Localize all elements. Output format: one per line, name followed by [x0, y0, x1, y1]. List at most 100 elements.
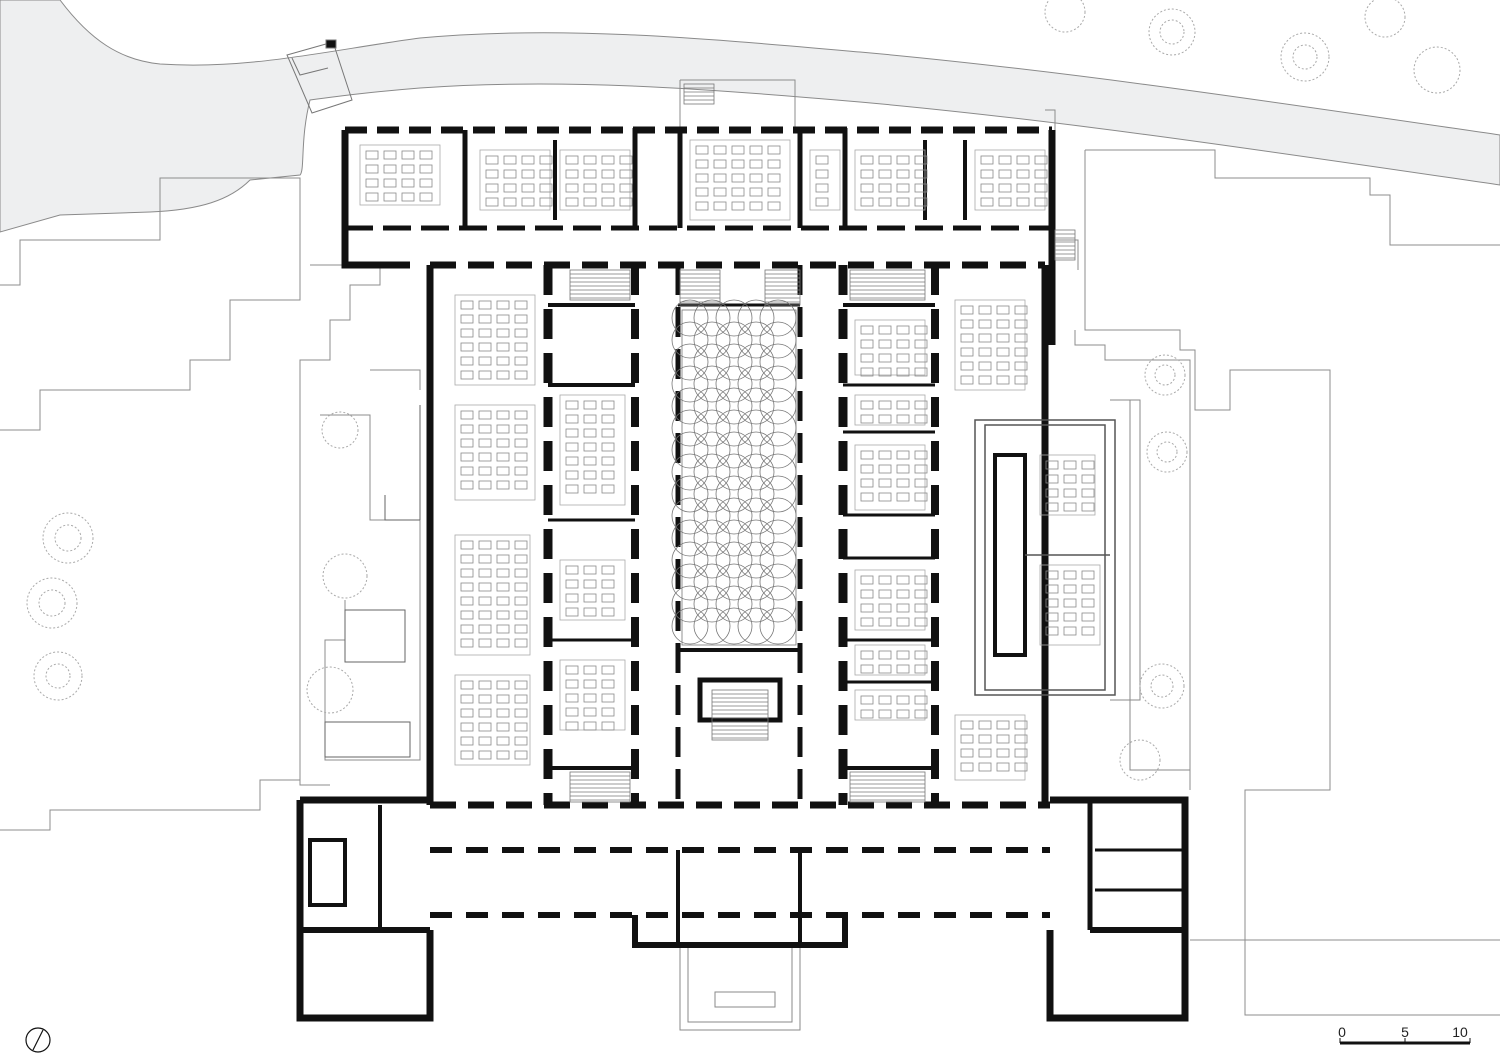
- pattern-circle: [737, 519, 775, 557]
- table: [496, 610, 510, 620]
- table: [914, 169, 928, 179]
- table: [601, 414, 615, 424]
- pattern-circle: [671, 541, 709, 579]
- north-arrow-icon: [25, 1027, 51, 1053]
- room-furniture-area: [854, 644, 926, 676]
- table: [996, 347, 1010, 357]
- pattern-circle: [737, 343, 775, 381]
- table: [514, 624, 528, 634]
- table: [896, 709, 910, 719]
- table: [478, 356, 492, 366]
- table: [496, 438, 510, 448]
- table: [583, 679, 597, 689]
- room-furniture-area: [454, 674, 531, 766]
- stairs-layer: [569, 83, 1076, 803]
- table: [996, 734, 1010, 744]
- table: [749, 145, 763, 155]
- table: [878, 575, 892, 585]
- table: [521, 183, 535, 193]
- table: [1081, 502, 1095, 512]
- table: [496, 540, 510, 550]
- table: [1045, 570, 1059, 580]
- table: [619, 183, 633, 193]
- table: [878, 664, 892, 674]
- pattern-circle: [671, 299, 709, 337]
- table: [460, 736, 474, 746]
- table: [896, 325, 910, 335]
- table: [383, 178, 397, 188]
- pattern-circle: [759, 321, 797, 359]
- table: [514, 424, 528, 434]
- table: [583, 414, 597, 424]
- pattern-circle: [671, 563, 709, 601]
- terraces: [679, 399, 1190, 1031]
- table: [914, 617, 928, 627]
- table: [565, 197, 579, 207]
- table: [460, 300, 474, 310]
- pattern-circle: [715, 519, 753, 557]
- tree-icon: [33, 651, 83, 701]
- table: [565, 593, 579, 603]
- table: [460, 370, 474, 380]
- table: [713, 145, 727, 155]
- table: [601, 565, 615, 575]
- table: [860, 695, 874, 705]
- table: [478, 624, 492, 634]
- table: [896, 400, 910, 410]
- table: [601, 607, 615, 617]
- pattern-circle: [715, 365, 753, 403]
- room-furniture-area: [854, 689, 926, 721]
- table: [496, 370, 510, 380]
- table: [860, 650, 874, 660]
- table: [478, 370, 492, 380]
- scale-label-0: 0: [1338, 1024, 1346, 1040]
- table: [478, 680, 492, 690]
- table: [460, 466, 474, 476]
- table: [460, 554, 474, 564]
- table: [1016, 197, 1030, 207]
- table: [496, 424, 510, 434]
- pattern-circle: [737, 387, 775, 425]
- table: [878, 325, 892, 335]
- room-furniture-area: [454, 534, 531, 656]
- table: [978, 375, 992, 385]
- table: [896, 589, 910, 599]
- table: [583, 428, 597, 438]
- pattern-circle: [759, 585, 797, 623]
- table: [583, 183, 597, 193]
- table: [1063, 612, 1077, 622]
- pattern-circle: [693, 497, 731, 535]
- tree-icon: [1044, 0, 1086, 33]
- tree-icon: [38, 589, 66, 617]
- pattern-circle: [671, 343, 709, 381]
- table: [601, 197, 615, 207]
- table: [996, 720, 1010, 730]
- table: [1034, 197, 1048, 207]
- pattern-circle: [693, 431, 731, 469]
- table: [514, 370, 528, 380]
- pattern-circle: [759, 365, 797, 403]
- pattern-circle: [759, 343, 797, 381]
- pattern-circle: [671, 497, 709, 535]
- table: [878, 478, 892, 488]
- entrance-bridge: [286, 39, 353, 114]
- pattern-circle: [737, 563, 775, 601]
- table: [978, 720, 992, 730]
- table: [978, 333, 992, 343]
- table: [713, 187, 727, 197]
- table: [878, 367, 892, 377]
- table: [896, 464, 910, 474]
- table: [514, 438, 528, 448]
- table: [496, 680, 510, 690]
- table: [601, 155, 615, 165]
- table: [960, 319, 974, 329]
- table: [996, 375, 1010, 385]
- table: [960, 375, 974, 385]
- table: [583, 155, 597, 165]
- tree-icon: [1364, 0, 1406, 38]
- table: [401, 192, 415, 202]
- table: [1045, 584, 1059, 594]
- table: [521, 197, 535, 207]
- pattern-circle: [737, 541, 775, 579]
- table: [1081, 626, 1095, 636]
